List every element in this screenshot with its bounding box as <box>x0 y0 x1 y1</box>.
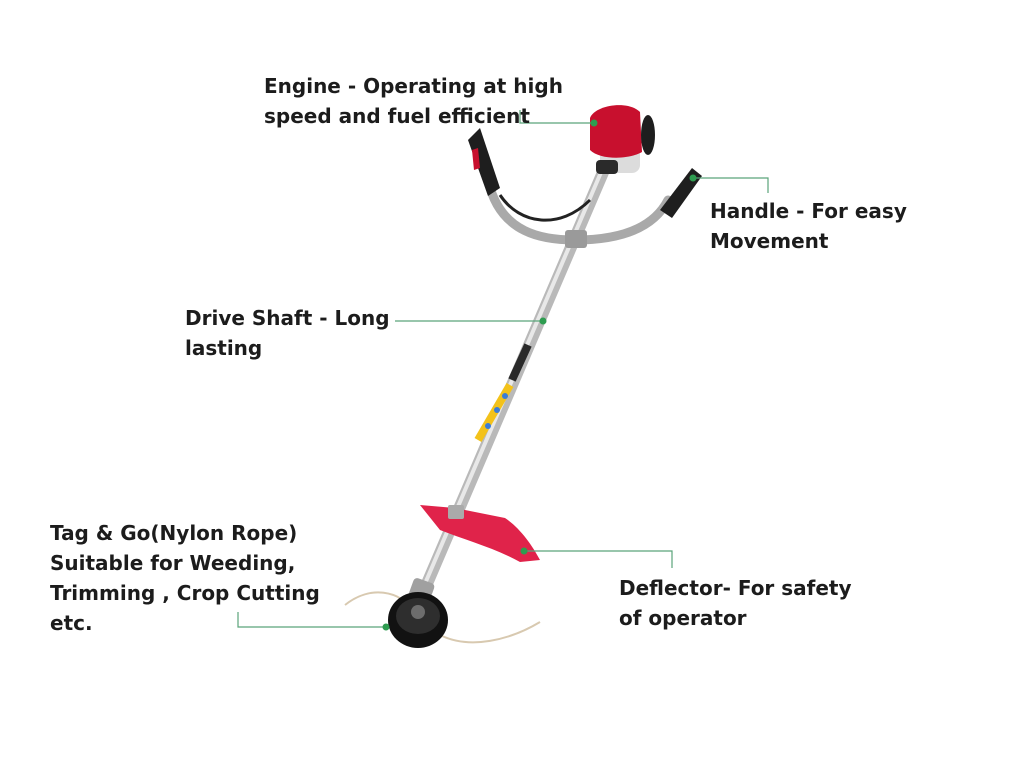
drive-shaft-label-line-2: lasting <box>185 336 263 360</box>
dot-deflector <box>520 547 528 555</box>
trimmer-head-hub <box>411 605 425 619</box>
deflector <box>420 505 540 562</box>
handle-clamp <box>565 230 587 248</box>
dot-engine <box>590 119 598 127</box>
leader-engine <box>519 110 594 124</box>
handle-label-line-2: Movement <box>710 229 829 253</box>
tag-label-line-3: Trimming , Crop Cutting <box>50 581 320 605</box>
leader-lines <box>237 110 769 628</box>
leader-tag <box>237 612 386 628</box>
leader-deflector <box>524 550 673 568</box>
throttle-grip <box>468 128 500 196</box>
tag-label-line-1: Tag & Go(Nylon Rope) <box>50 521 298 545</box>
shaft-decal <box>474 343 532 443</box>
tag-label-line-2: Suitable for Weeding, <box>50 551 296 575</box>
deflector-label-line-2: of operator <box>619 606 747 630</box>
throttle-cable <box>498 194 592 222</box>
dot-tag <box>382 623 390 631</box>
drive-shaft-label-line-1: Drive Shaft - Long <box>185 306 390 330</box>
handle-label: Handle - For easy Movement <box>710 196 907 256</box>
engine-label-line-1: Engine - Operating at high <box>264 74 563 98</box>
deflector-label: Deflector- For safety of operator <box>619 573 852 633</box>
anchor-dots <box>382 119 697 631</box>
dot-shaft <box>539 317 547 325</box>
handle-label-line-1: Handle - For easy <box>710 199 907 223</box>
deflector-clamp <box>448 505 464 519</box>
deflector-label-line-1: Deflector- For safety <box>619 576 852 600</box>
leader-handle <box>693 177 769 193</box>
engine <box>590 105 655 174</box>
drive-shaft-label: Drive Shaft - Long lasting <box>185 303 390 363</box>
right-grip <box>660 168 702 218</box>
tag-and-go-label: Tag & Go(Nylon Rope) Suitable for Weedin… <box>50 518 320 638</box>
engine-label: Engine - Operating at high speed and fue… <box>264 71 563 131</box>
nylon-rope-right <box>439 621 541 644</box>
tag-label-line-4: etc. <box>50 611 93 635</box>
engine-label-line-2: speed and fuel efficient <box>264 104 530 128</box>
dot-handle <box>689 174 697 182</box>
